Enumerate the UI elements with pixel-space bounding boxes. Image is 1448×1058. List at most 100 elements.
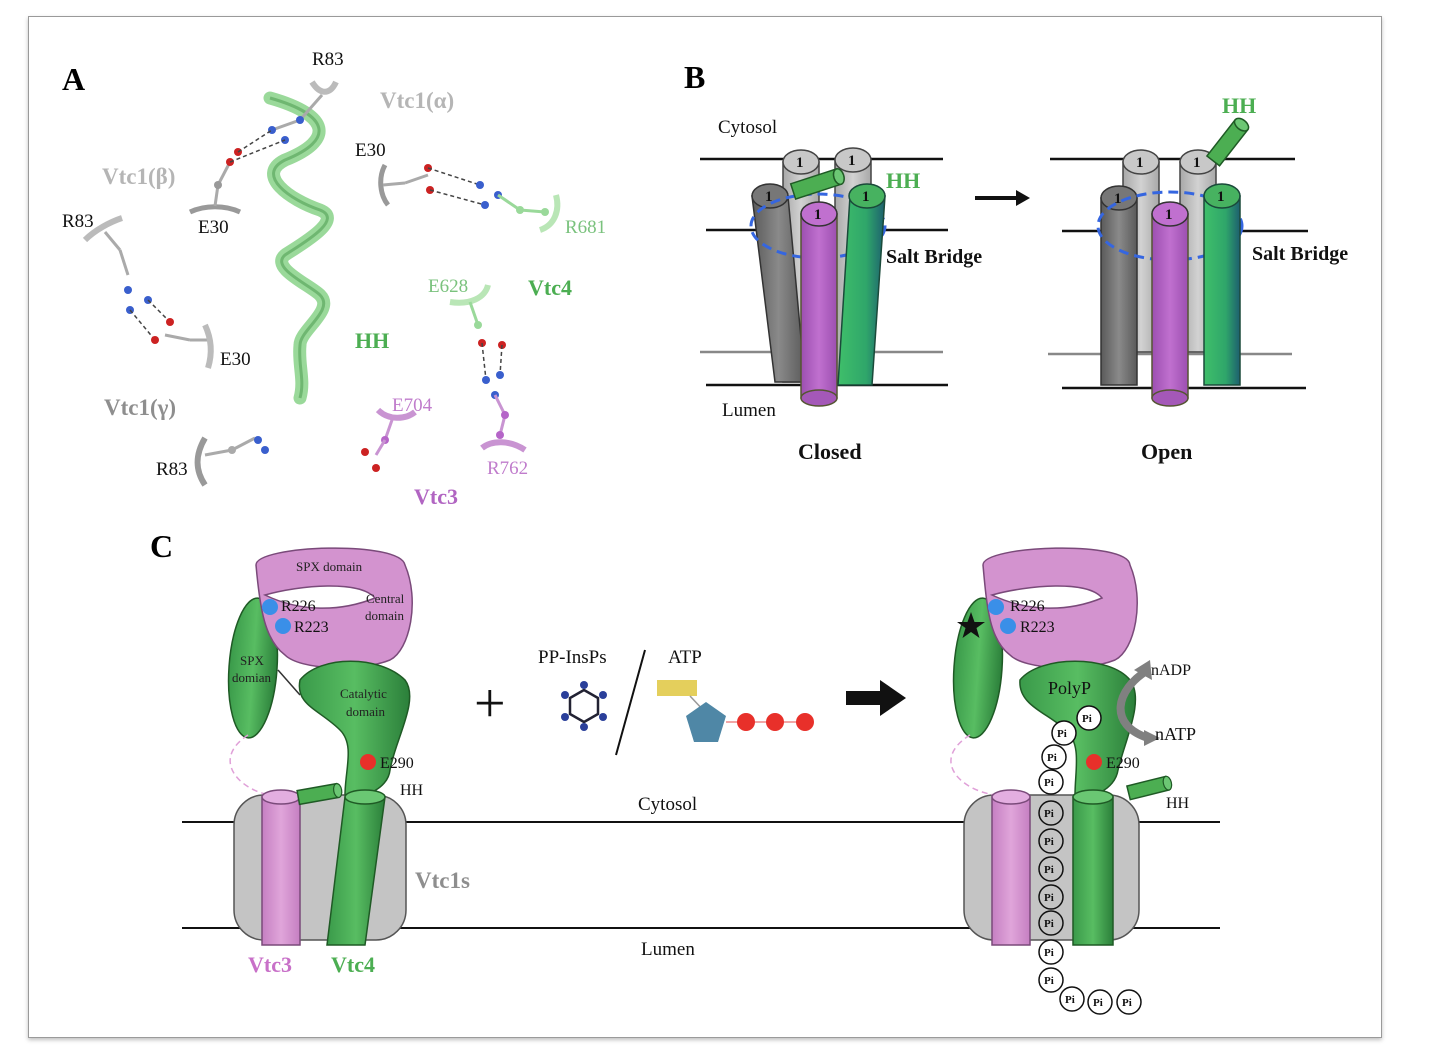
svg-text:1: 1 [796,155,804,171]
e30-beta-residue [188,129,286,215]
closed-channel [700,147,948,407]
r223-right-label: R223 [1020,619,1055,636]
r762-label: R762 [487,458,528,479]
hh-label-c-left: HH [400,782,424,799]
e628-label: E628 [428,276,468,297]
r83-bottom-label: R83 [156,459,188,480]
divider-slash [615,649,646,756]
r226-label: R226 [281,598,316,615]
open-channel [1048,117,1308,407]
e628-r762-pair [449,284,527,453]
svg-text:Pi: Pi [1044,836,1054,848]
spx-domian-label-1: SPX [240,653,264,668]
svg-text:1: 1 [1217,189,1225,205]
pi-unit: Pi [1051,720,1077,746]
panel-a-label: A [62,61,85,97]
catalytic-label-2: domain [346,704,385,719]
svg-text:Pi: Pi [1044,864,1054,876]
pi-unit: Pi [1038,910,1064,936]
central-domain-label-2: domain [365,608,404,623]
hh-label-open: HH [1222,93,1256,118]
pi-unit: Pi [1059,986,1085,1012]
pi-unit: Pi [1087,989,1113,1015]
svg-text:Pi: Pi [1082,713,1092,725]
svg-text:1: 1 [1114,191,1122,207]
r83-left-e30-gamma-pair [82,215,214,369]
e290-label: E290 [380,755,414,772]
open-label: Open [1141,439,1192,464]
salt-bridge-open-label: Salt Bridge [1252,243,1348,265]
e30-alpha-r681-pair [378,163,561,233]
plus-sign: + [474,673,506,735]
pi-unit: Pi [1038,800,1064,826]
hh-label-c-right: HH [1166,795,1190,812]
spx-domian-label-2: domian [232,670,271,685]
svg-text:1: 1 [862,189,870,205]
cytosol-label-c: Cytosol [638,794,697,815]
vtc1-gamma-label: Vtc1(γ) [104,395,176,420]
polyp-label: PolyP [1048,678,1091,698]
svg-text:1: 1 [1165,207,1173,223]
pi-unit: Pi [1038,939,1064,965]
natp-label: nATP [1155,724,1196,744]
pi-unit: Pi [1038,967,1064,993]
pi-chain: Pi Pi Pi Pi Pi Pi Pi Pi Pi Pi Pi Pi Pi P… [1038,705,1142,1015]
svg-text:Pi: Pi [1065,994,1075,1006]
svg-text:1: 1 [848,153,856,169]
cytosol-label-b: Cytosol [718,117,777,138]
svg-text:Pi: Pi [1057,728,1067,740]
central-domain-label-1: Central [366,591,405,606]
pi-unit: Pi [1041,744,1067,770]
vtc1-beta-label: Vtc1(β) [102,164,175,189]
closed-label: Closed [798,439,862,464]
right-complex [950,547,1173,946]
svg-text:Pi: Pi [1044,808,1054,820]
r83-left-label: R83 [62,211,94,232]
svg-text:Pi: Pi [1044,777,1054,789]
hh-label-closed: HH [886,168,920,193]
pi-unit: Pi [1076,705,1102,731]
svg-text:Pi: Pi [1122,997,1132,1009]
panel-b-label: B [684,59,705,95]
svg-text:1: 1 [1136,155,1144,171]
e30-gamma-label: E30 [220,349,251,370]
svg-text:Pi: Pi [1047,752,1057,764]
r226-right-label: R226 [1010,598,1045,615]
vtc1-alpha-label: Vtc1(α) [380,88,454,113]
panel-c-label: C [150,528,173,564]
vtc3-label-c: Vtc3 [248,952,292,977]
pi-unit: Pi [1116,989,1142,1015]
salt-bridge-closed-label: Salt Bridge [886,246,982,268]
pi-unit: Pi [1038,769,1064,795]
spx-domain-label: SPX domain [296,559,363,574]
e30-alpha-label: E30 [355,140,386,161]
open-helix-numbers: 1 1 1 1 1 [1114,155,1225,223]
r681-label: R681 [565,217,606,238]
vtc1s-label: Vtc1s [415,868,470,893]
closed-helix-numbers: 1 1 1 1 1 [765,153,870,223]
svg-text:Pi: Pi [1093,997,1103,1009]
r83-bottom-residue [194,436,269,487]
e704-label: E704 [392,395,433,416]
vtc3-label-a: Vtc3 [414,484,458,509]
atp-icon [657,680,814,742]
svg-text:1: 1 [1193,155,1201,171]
r223-label: R223 [294,619,329,636]
svg-text:Pi: Pi [1044,947,1054,959]
e30-beta-label: E30 [198,217,229,238]
pp-insps-icon [561,681,607,731]
r83-top-label: R83 [312,49,344,70]
svg-text:Pi: Pi [1044,918,1054,930]
hh-label-a: HH [355,328,389,353]
left-complex [227,547,413,946]
vtc4-label-a: Vtc4 [528,275,572,300]
reaction-arrow [846,680,906,716]
pp-insps-label: PP-InsPs [538,647,607,668]
vtc4-label-c: Vtc4 [331,952,375,977]
pi-unit: Pi [1038,828,1064,854]
pi-unit: Pi [1038,884,1064,910]
svg-text:1: 1 [814,207,822,223]
catalytic-label-1: Catalytic [340,686,387,701]
e290-right-label: E290 [1106,755,1140,772]
